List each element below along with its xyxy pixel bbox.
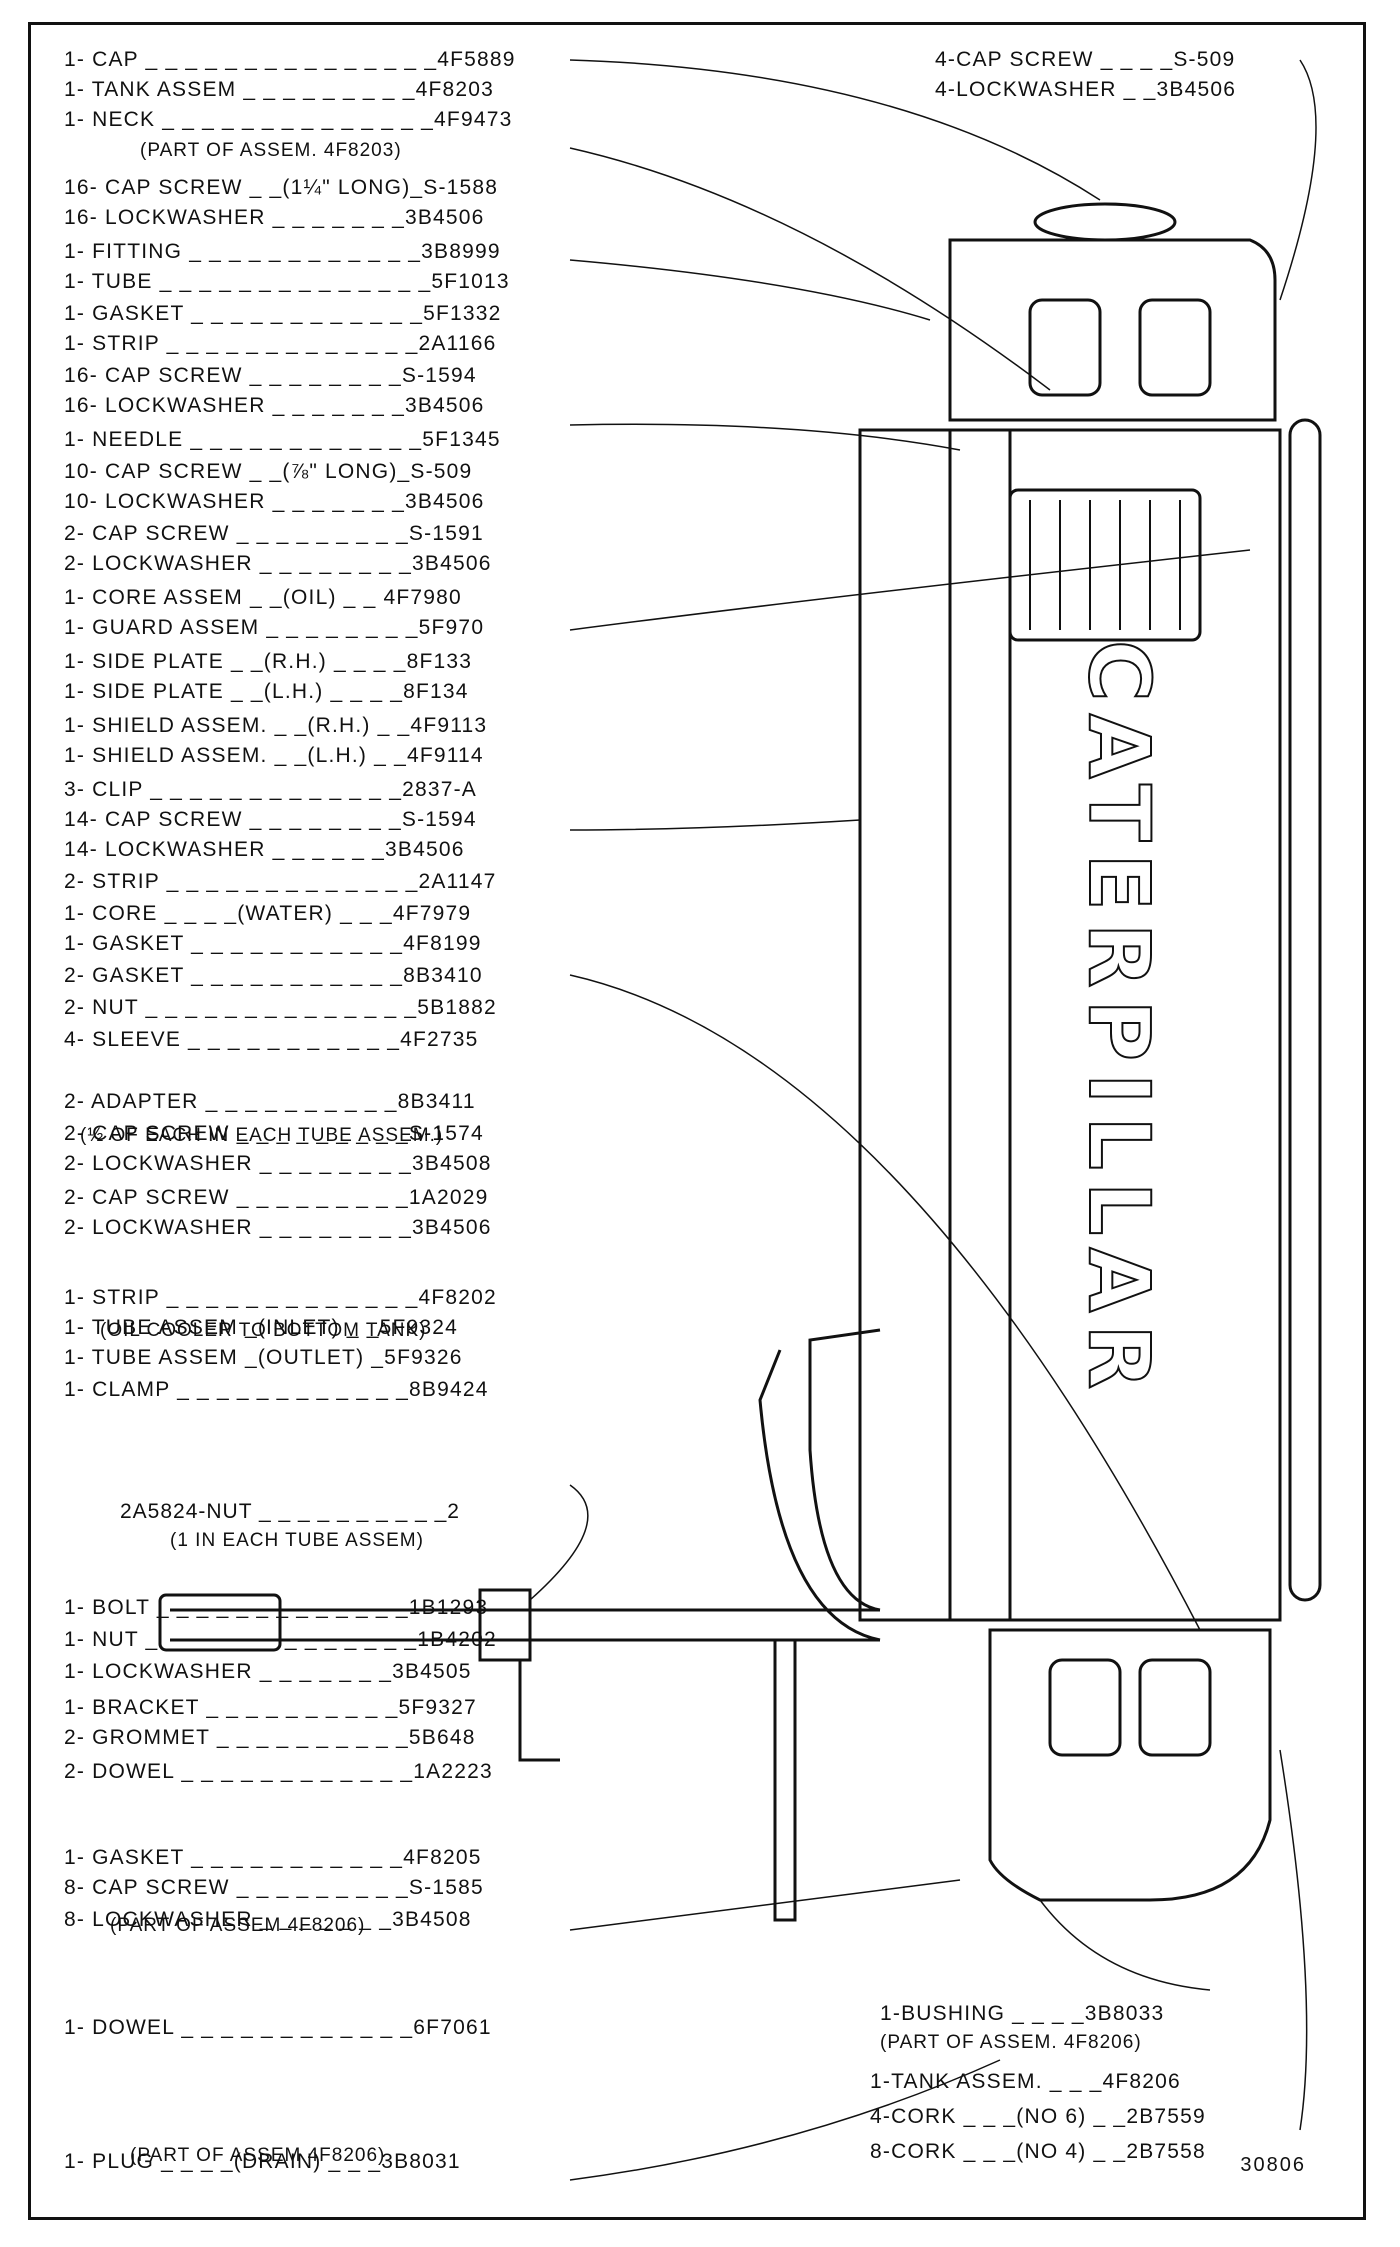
right-label-tank-assem: 1-TANK ASSEM. _ _ _4F8206	[870, 2070, 1181, 2093]
tube-assembly	[170, 1608, 880, 1642]
tube-clamp	[478, 1588, 532, 1662]
bracket	[518, 1660, 560, 1762]
brand-text: CATERPILLAR	[1069, 639, 1169, 1402]
left-label: 1- CORE _ _ _ _(WATER) _ _ _4F7979	[64, 902, 472, 925]
bottom-tank	[988, 1628, 1272, 1902]
left-label: 1- TUBE ASSEM _(INLET) _ _5F9324	[64, 1316, 458, 1339]
left-label: 16- CAP SCREW _ _ _ _ _ _ _ _S-1594	[64, 364, 477, 387]
left-label: 16- CAP SCREW _ _(1¼" LONG)_S-1588	[64, 176, 499, 199]
left-label: 14- CAP SCREW _ _ _ _ _ _ _ _S-1594	[64, 808, 477, 831]
left-label: 2- LOCKWASHER _ _ _ _ _ _ _ _3B4508	[64, 1152, 492, 1175]
left-label: 2- LOCKWASHER _ _ _ _ _ _ _ _3B4506	[64, 1216, 492, 1239]
left-label: 1- SHIELD ASSEM. _ _(L.H.) _ _4F9114	[64, 744, 484, 767]
left-label: 1- TUBE ASSEM _(OUTLET) _5F9326	[64, 1346, 463, 1369]
left-label: 2- DOWEL _ _ _ _ _ _ _ _ _ _ _ _1A2223	[64, 1760, 493, 1783]
left-label: 16- LOCKWASHER _ _ _ _ _ _ _3B4506	[64, 394, 485, 417]
left-label: 1- CLAMP _ _ _ _ _ _ _ _ _ _ _ _8B9424	[64, 1378, 489, 1401]
left-label: 14- LOCKWASHER _ _ _ _ _ _3B4506	[64, 838, 465, 861]
bottom-tank-window-left	[1048, 1658, 1122, 1757]
right-label-bushing: 1-BUSHING _ _ _ _3B8033	[880, 2002, 1165, 2025]
left-label: 1- BRACKET _ _ _ _ _ _ _ _ _ _5F9327	[64, 1696, 477, 1719]
left-label: 1- BOLT _ _ _ _ _ _ _ _ _ _ _ _ _1B1293	[64, 1596, 489, 1619]
left-label: 1- TUBE _ _ _ _ _ _ _ _ _ _ _ _ _ _5F101…	[64, 270, 510, 293]
left-label: 1- STRIP _ _ _ _ _ _ _ _ _ _ _ _ _2A1166	[64, 332, 497, 355]
left-label: 2- CAP SCREW _ _ _ _ _ _ _ _ _S-1591	[64, 522, 484, 545]
left-label: 2- NUT _ _ _ _ _ _ _ _ _ _ _ _ _ _5B1882	[64, 996, 497, 1019]
outlet-tube-curve	[758, 1349, 881, 1642]
radiator-core-side	[858, 428, 1282, 1622]
note-sleeve: (½ OF EACH IN EACH TUBE ASSEM.)	[80, 1125, 444, 1146]
right-label-lockwasher: 4-LOCKWASHER _ _3B4506	[935, 78, 1237, 101]
left-label: 8- LOCKWASHER _ _ _ _ _ _ _3B4508	[64, 1908, 472, 1931]
left-label: 1- GASKET _ _ _ _ _ _ _ _ _ _ _4F8205	[64, 1846, 482, 1869]
figure-number: 30806	[1240, 2154, 1306, 2176]
left-label: 1- PLUG _ _ _ _(DRAIN) _ _ _3B8031	[64, 2150, 461, 2173]
left-label: 1- SIDE PLATE _ _(L.H.) _ _ _ _8F134	[64, 680, 469, 703]
left-label: 1- STRIP _ _ _ _ _ _ _ _ _ _ _ _ _4F8202	[64, 1286, 497, 1309]
left-label: 2- CAP SCREW _ _ _ _ _ _ _ _ _1A2029	[64, 1186, 489, 1209]
left-label: 2- ADAPTER _ _ _ _ _ _ _ _ _ _8B3411	[64, 1090, 476, 1113]
left-label: 1- SHIELD ASSEM. _ _(R.H.) _ _4F9113	[64, 714, 488, 737]
top-tank-inspection-window-right	[1138, 298, 1212, 397]
left-label: 1- NUT _ _ _ _ _ _ _ _ _ _ _ _ _ _1B4202	[64, 1628, 497, 1651]
left-label: 1- CAP _ _ _ _ _ _ _ _ _ _ _ _ _ _ _4F58…	[64, 48, 516, 71]
right-label-cork-4: 8-CORK _ _ _(NO 4) _ _2B7558	[870, 2140, 1206, 2163]
right-label-cap-screw: 4-CAP SCREW _ _ _ _S-509	[935, 48, 1236, 71]
left-label: 3- CLIP _ _ _ _ _ _ _ _ _ _ _ _ _2837-A	[64, 778, 478, 801]
left-label: 1- DOWEL _ _ _ _ _ _ _ _ _ _ _ _6F7061	[64, 2016, 492, 2039]
left-label: 1- FITTING _ _ _ _ _ _ _ _ _ _ _ _3B8999	[64, 240, 501, 263]
note-nut-label: 2A5824-NUT _ _ _ _ _ _ _ _ _ _2	[120, 1500, 460, 1523]
bottom-tank-window-right	[1138, 1658, 1212, 1757]
left-label: 1- GASKET _ _ _ _ _ _ _ _ _ _ _ _5F1332	[64, 302, 502, 325]
left-label: 1- LOCKWASHER _ _ _ _ _ _ _3B4505	[64, 1660, 472, 1683]
note-nut: (1 IN EACH TUBE ASSEM)	[170, 1530, 424, 1551]
oil-core-assembly	[1008, 488, 1202, 642]
left-label: 1- TANK ASSEM _ _ _ _ _ _ _ _ _4F8203	[64, 78, 495, 101]
tube-fitting	[158, 1593, 282, 1652]
radiator-cap	[1033, 202, 1177, 242]
left-label: 1- NECK _ _ _ _ _ _ _ _ _ _ _ _ _ _4F947…	[64, 108, 513, 131]
note-dowel-2: (PART OF ASSEM 4F8206)	[130, 2145, 386, 2166]
bottom-mounting-plate	[773, 1638, 797, 1922]
note-neck: (PART OF ASSEM. 4F8203)	[140, 140, 402, 161]
left-label: 1- GUARD ASSEM _ _ _ _ _ _ _ _5F970	[64, 616, 485, 639]
left-label: 2- GASKET _ _ _ _ _ _ _ _ _ _ _8B3410	[64, 964, 483, 987]
left-label: 1- CORE ASSEM _ _(OIL) _ _ 4F7980	[64, 586, 462, 609]
top-tank-inspection-window-left	[1028, 298, 1102, 397]
diagram-border	[28, 22, 1366, 2220]
left-label: 10- LOCKWASHER _ _ _ _ _ _ _3B4506	[64, 490, 485, 513]
right-note-bushing: (PART OF ASSEM. 4F8206)	[880, 2032, 1142, 2053]
note-oil-cooler: (OIL COOLER TO BOTTOM TANK)	[100, 1320, 427, 1341]
left-label: 2- CAP SCREW _ _ _ _ _ _ _ _ _S-1574	[64, 1122, 484, 1145]
left-label: 2- STRIP _ _ _ _ _ _ _ _ _ _ _ _ _2A1147	[64, 870, 497, 893]
left-label: 10- CAP SCREW _ _(⅞" LONG)_S-509	[64, 460, 473, 483]
top-tank	[948, 238, 1277, 422]
left-label: 1- GASKET _ _ _ _ _ _ _ _ _ _ _4F8199	[64, 932, 482, 955]
left-label: 1- SIDE PLATE _ _(R.H.) _ _ _ _8F133	[64, 650, 473, 673]
left-label: 8- CAP SCREW _ _ _ _ _ _ _ _ _S-1585	[64, 1876, 484, 1899]
left-label: 4- SLEEVE _ _ _ _ _ _ _ _ _ _ _4F2735	[64, 1028, 479, 1051]
note-dowel-1: (PART OF ASSEM 4F8206)	[110, 1915, 366, 1936]
right-label-cork-6: 4-CORK _ _ _(NO 6) _ _2B7559	[870, 2105, 1206, 2128]
left-label: 2- GROMMET _ _ _ _ _ _ _ _ _ _5B648	[64, 1726, 476, 1749]
left-label: 16- LOCKWASHER _ _ _ _ _ _ _3B4506	[64, 206, 485, 229]
left-label: 1- NEEDLE _ _ _ _ _ _ _ _ _ _ _ _5F1345	[64, 428, 501, 451]
inlet-tube-curve	[808, 1328, 881, 1612]
guard-assembly	[1288, 418, 1322, 1602]
left-label: 2- LOCKWASHER _ _ _ _ _ _ _ _3B4506	[64, 552, 492, 575]
